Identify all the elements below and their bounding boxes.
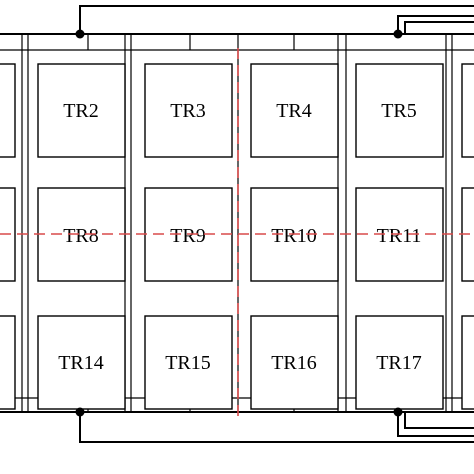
transformer-cell: TR15	[144, 315, 233, 410]
transformer-cell	[461, 63, 474, 158]
transformer-cell	[0, 63, 16, 158]
junction-node	[393, 407, 403, 417]
transformer-label: TR16	[271, 352, 317, 374]
transformer-cell	[0, 315, 16, 410]
junction-node	[75, 29, 85, 39]
transformer-label: TR3	[170, 100, 206, 122]
transformer-cell	[461, 315, 474, 410]
junction-node	[393, 29, 403, 39]
feeder-loop-bottom-left	[79, 412, 474, 443]
feeder-loop-top-right	[397, 15, 474, 34]
transformer-cell: TR4	[250, 63, 339, 158]
junction-node	[75, 407, 85, 417]
transformer-cell: TR16	[250, 315, 339, 410]
transformer-cell: TR3	[144, 63, 233, 158]
junction-nodes	[75, 29, 403, 417]
busbar-top	[0, 33, 474, 51]
feeder-loop-top-left	[79, 5, 474, 34]
transformer-label: TR9	[170, 225, 206, 247]
transformer-label: TR10	[271, 225, 317, 247]
transformer-label: TR17	[376, 352, 422, 374]
transformer-label: TR5	[381, 100, 417, 122]
transformer-label: TR15	[165, 352, 211, 374]
transformer-label: TR14	[58, 352, 104, 374]
transformer-cell: TR14	[37, 315, 126, 410]
transformer-cell: TR5	[355, 63, 444, 158]
transformer-label: TR11	[377, 225, 422, 247]
feeder-loop-bottom-right	[397, 412, 474, 437]
transformer-label: TR2	[63, 100, 99, 122]
transformer-label: TR4	[276, 100, 312, 122]
transformer-label: TR8	[63, 225, 99, 247]
symmetry-axes	[0, 48, 474, 418]
transformer-cell: TR17	[355, 315, 444, 410]
transformer-cell: TR2	[37, 63, 126, 158]
transformer-grid: TR2 TR3 TR4 TR5 TR8 TR9	[0, 63, 474, 410]
